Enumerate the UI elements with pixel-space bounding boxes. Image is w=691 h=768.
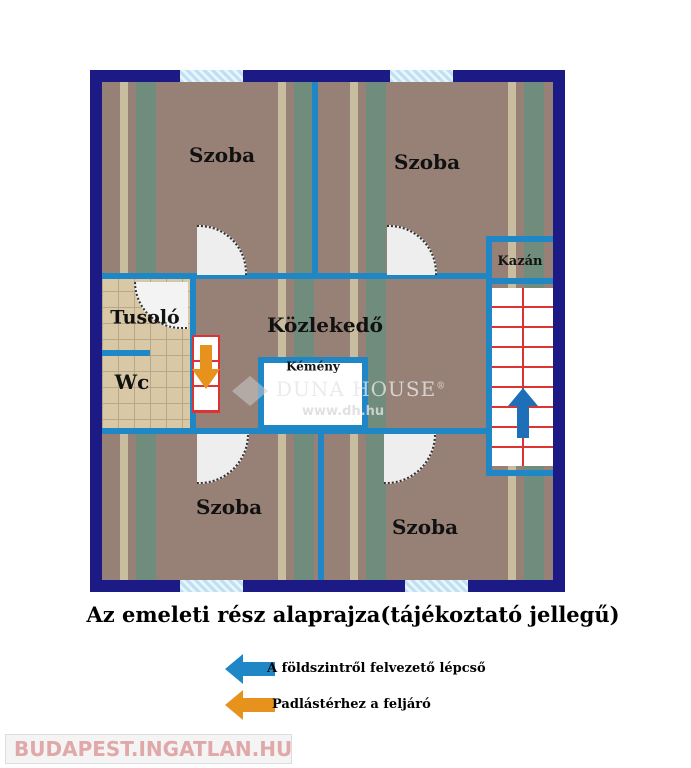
wall: [102, 273, 487, 279]
orange-arrow-left-icon: [225, 690, 275, 720]
room-label: Wc: [114, 370, 150, 394]
room-label: Szoba: [391, 515, 459, 539]
plan-interior: [102, 82, 553, 580]
window: [405, 580, 468, 592]
legend-label: Padlástérhez a feljáró: [272, 697, 431, 712]
door: [387, 225, 437, 275]
watermark-reg: ®: [436, 381, 447, 392]
watermark-brand-text: DUNA HOUSE: [276, 377, 437, 401]
wall: [486, 236, 553, 242]
attic-stairs: [192, 335, 220, 413]
door: [384, 434, 436, 484]
room-label: Kazán: [497, 253, 543, 269]
footer-site: BUDAPEST.INGATLAN.HU: [14, 737, 293, 761]
legend-label: A földszintről felvezető lépcső: [267, 661, 486, 676]
watermark-url: www.dh.hu: [302, 404, 385, 419]
room-label: Kémény: [286, 359, 340, 374]
wall: [486, 236, 492, 476]
arrow-down-icon: [192, 345, 220, 389]
window: [180, 580, 243, 592]
room-label: Szoba: [188, 143, 256, 167]
room-label: Közlekedő: [267, 313, 383, 337]
wall: [312, 82, 318, 278]
wall: [102, 350, 150, 356]
wall: [486, 470, 553, 476]
wall: [318, 431, 324, 580]
room-label: Tusoló: [110, 306, 180, 329]
window: [180, 70, 243, 82]
door: [197, 434, 249, 484]
duna-house-logo-icon: [232, 376, 268, 406]
blue-arrow-left-icon: [225, 654, 275, 684]
watermark-brand: DUNA HOUSE®: [276, 378, 446, 400]
window: [390, 70, 453, 82]
room-label: Szoba: [393, 150, 461, 174]
wall: [102, 428, 492, 434]
floor-plan: [90, 70, 565, 592]
staircase: [492, 288, 553, 466]
footer-watermark: BUDAPEST.INGATLAN.HU: [5, 734, 292, 764]
arrow-up-icon: [508, 388, 538, 438]
wall: [486, 278, 553, 284]
plan-title: Az emeleti rész alaprajza(tájékoztató je…: [86, 602, 620, 627]
door: [197, 225, 247, 275]
room-label: Szoba: [195, 495, 263, 519]
